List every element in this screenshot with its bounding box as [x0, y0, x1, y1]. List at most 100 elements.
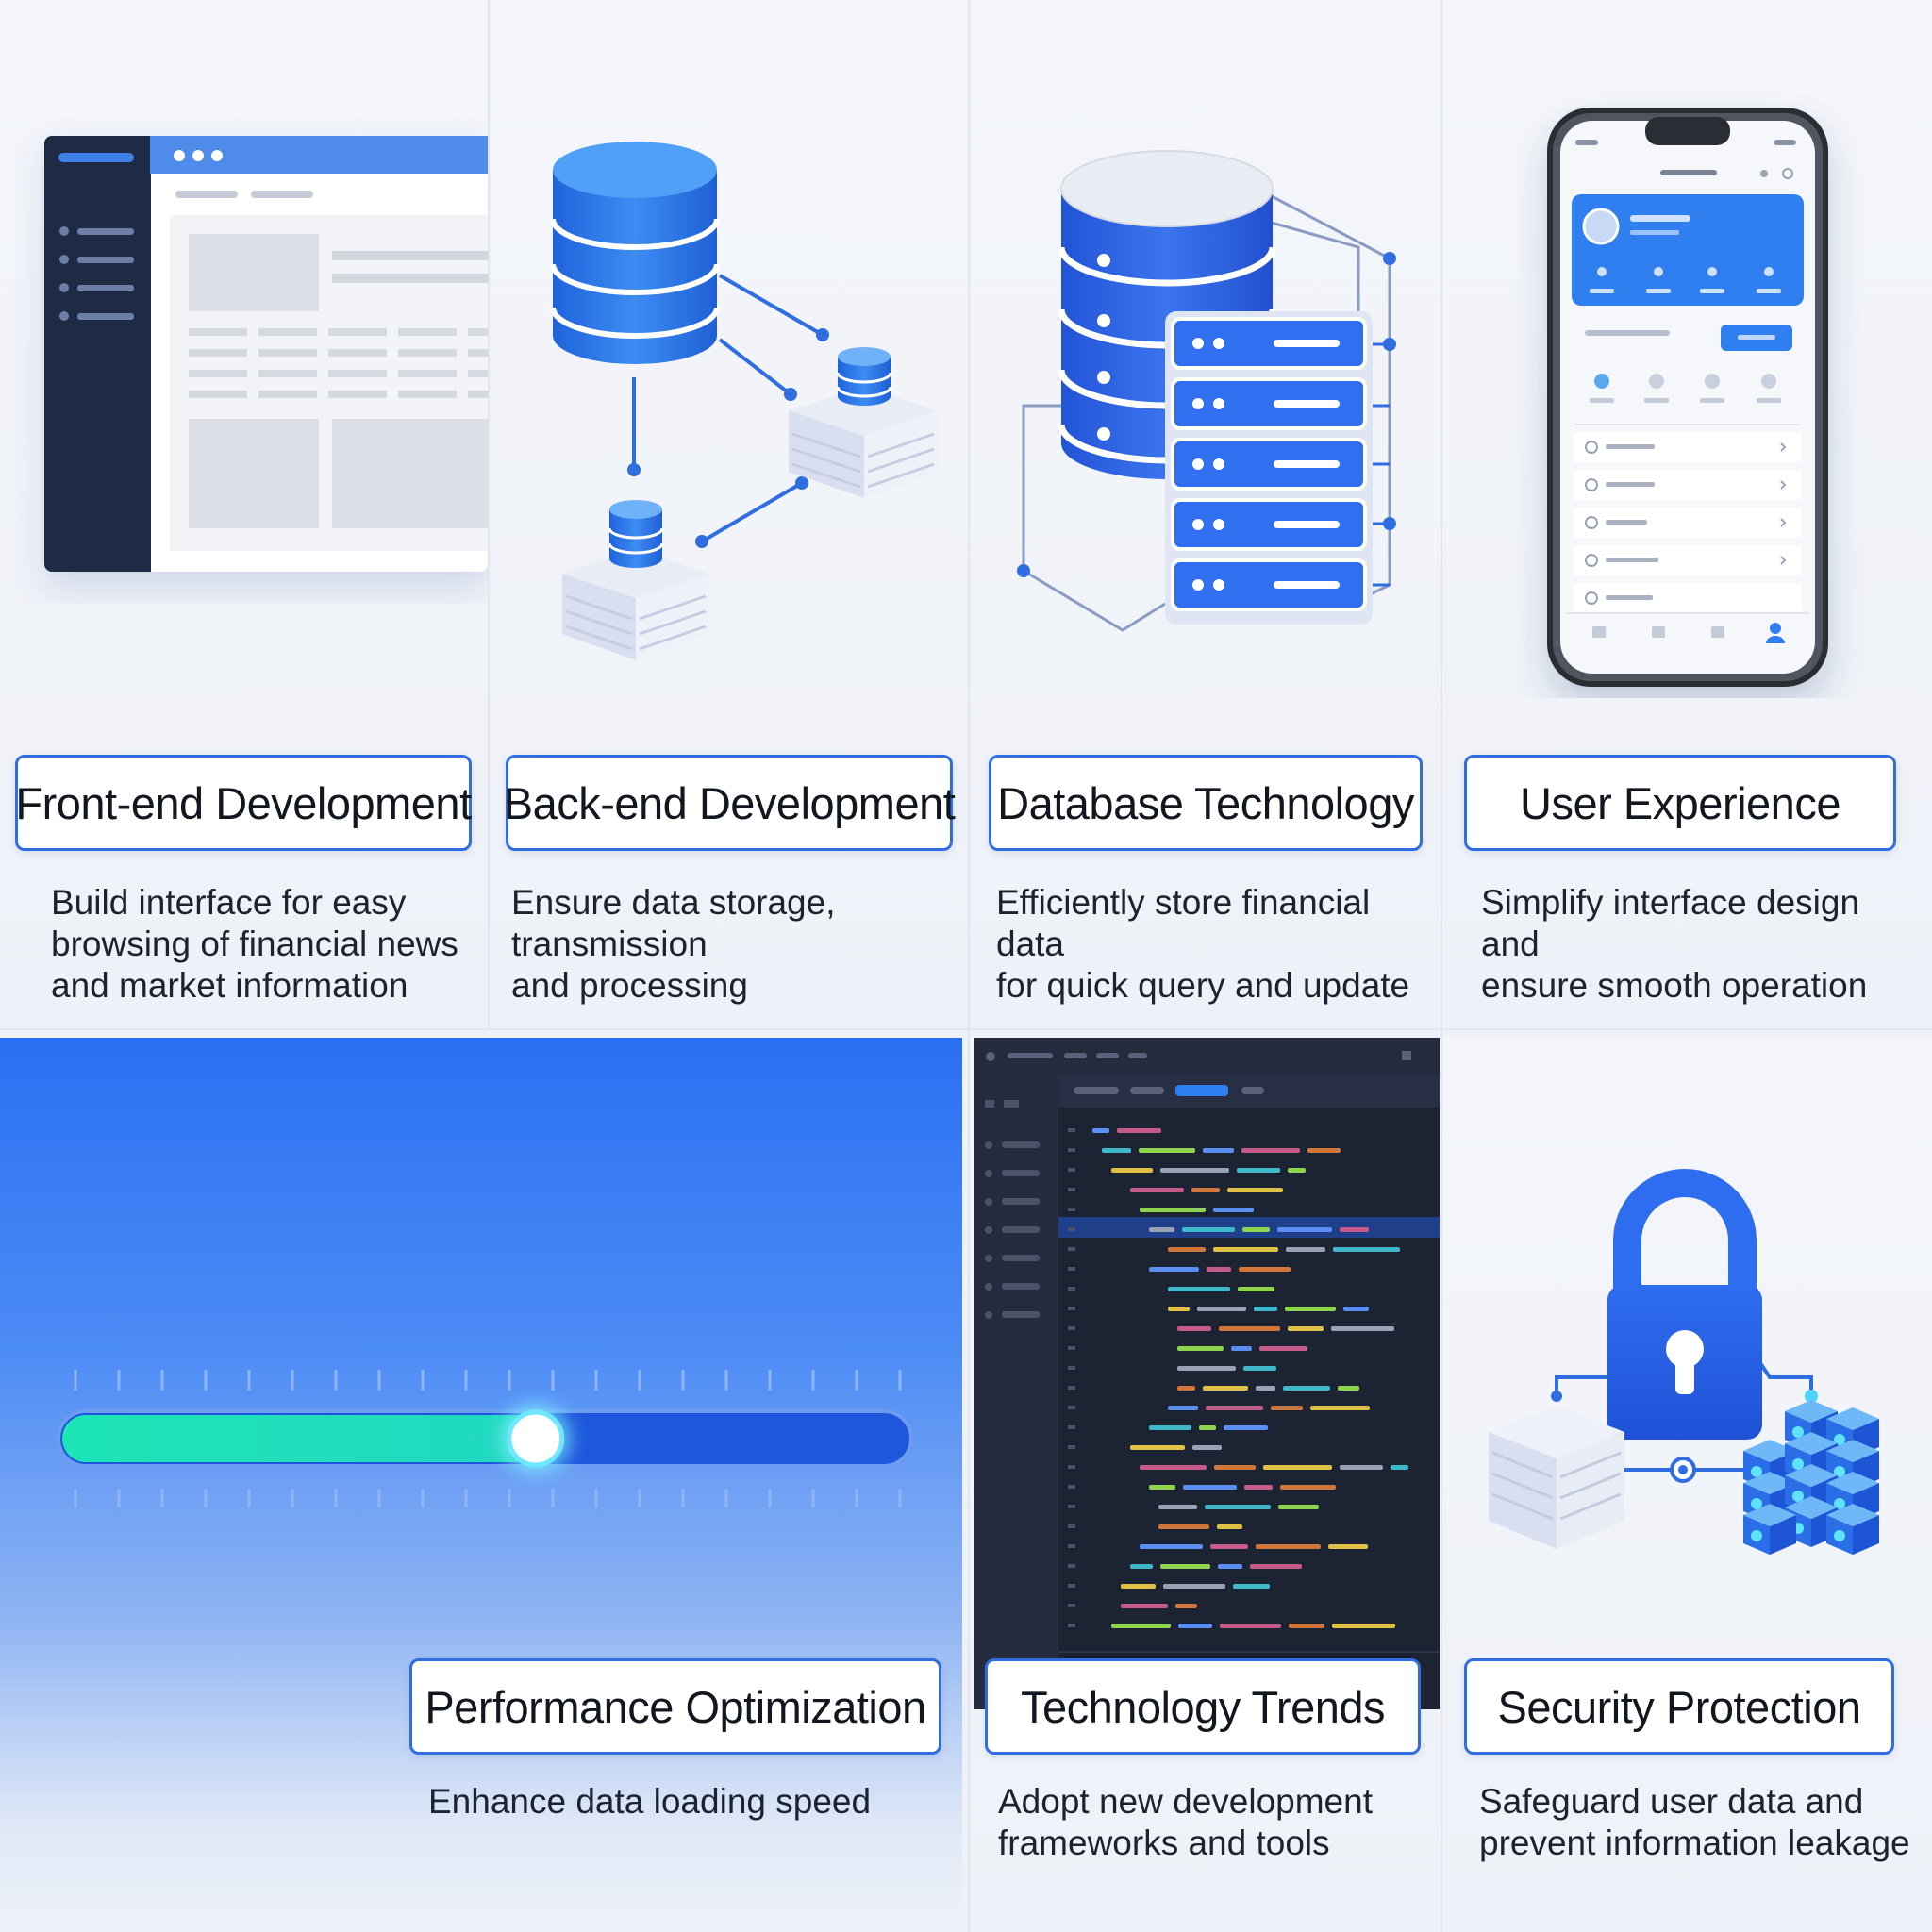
- code-line-number: [1068, 1485, 1075, 1489]
- code-token: [1277, 1227, 1332, 1232]
- cube-light: [1792, 1458, 1804, 1470]
- card-security: Security Protection Safeguard user data …: [1443, 1038, 1932, 1932]
- code-token: [1214, 1465, 1256, 1470]
- code-line-number: [1068, 1564, 1075, 1568]
- card-title: Back-end Development: [503, 777, 956, 828]
- code-token: [1183, 1485, 1237, 1490]
- cube-side: [1770, 1515, 1796, 1555]
- code-token: [1199, 1425, 1216, 1430]
- code-token: [1340, 1227, 1369, 1232]
- code-token: [1111, 1168, 1153, 1173]
- divider: [0, 1028, 1932, 1030]
- cube-top: [1785, 1496, 1838, 1519]
- code-token: [1217, 1524, 1242, 1529]
- card-title: Security Protection: [1497, 1681, 1861, 1732]
- code-editor-icon: [974, 1038, 1440, 1709]
- code-token: [1149, 1485, 1175, 1490]
- cube-top: [1826, 1440, 1879, 1462]
- code-token: [1160, 1168, 1229, 1173]
- mobile-app-icon: [1547, 108, 1828, 687]
- code-token: [1333, 1247, 1400, 1252]
- code-token: [1177, 1386, 1195, 1391]
- code-line-number: [1068, 1346, 1075, 1350]
- code-token: [1238, 1287, 1274, 1291]
- card-description: Ensure data storage, transmission and pr…: [511, 883, 836, 1005]
- code-line-number: [1068, 1386, 1075, 1390]
- code-token: [1168, 1287, 1230, 1291]
- code-token: [1332, 1624, 1395, 1628]
- code-token: [1149, 1227, 1174, 1232]
- code-token: [1254, 1307, 1277, 1311]
- cube-light: [1792, 1426, 1804, 1438]
- card-user-experience: User Experience Simplify interface desig…: [1443, 0, 1932, 1028]
- code-token: [1175, 1604, 1197, 1608]
- code-token: [1250, 1564, 1302, 1569]
- code-line-number: [1068, 1366, 1075, 1370]
- card-description: Efficiently store financial data for qui…: [996, 883, 1410, 1005]
- code-token: [1213, 1247, 1278, 1252]
- code-token: [1205, 1505, 1271, 1509]
- code-token: [1289, 1624, 1324, 1628]
- code-line-number: [1068, 1584, 1075, 1588]
- code-token: [1121, 1584, 1156, 1589]
- code-line-number: [1068, 1326, 1075, 1330]
- code-token: [1328, 1544, 1368, 1549]
- card-frontend: Front-end Development Build interface fo…: [0, 0, 488, 1028]
- code-token: [1244, 1485, 1273, 1490]
- code-token: [1130, 1188, 1184, 1192]
- card-description: Build interface for easy browsing of fin…: [51, 883, 458, 1005]
- card-title-box: Security Protection: [1464, 1658, 1894, 1755]
- cube-light: [1751, 1466, 1762, 1477]
- card-performance: Performance Optimization Enhance data lo…: [0, 1038, 962, 1932]
- browser-window-icon: [44, 136, 488, 572]
- code-token: [1206, 1406, 1263, 1410]
- code-line-number: [1068, 1168, 1075, 1172]
- code-token: [1231, 1346, 1252, 1351]
- code-token: [1182, 1227, 1235, 1232]
- slider-fill: [62, 1415, 555, 1462]
- cube-light: [1834, 1498, 1845, 1509]
- card-backend: Back-end Development Ensure data storage…: [491, 0, 968, 1028]
- cube-light: [1751, 1498, 1762, 1509]
- code-line-number: [1068, 1406, 1075, 1409]
- code-token: [1117, 1128, 1161, 1133]
- code-token: [1233, 1584, 1270, 1589]
- code-token: [1391, 1465, 1408, 1470]
- code-line-number: [1068, 1624, 1075, 1627]
- cube-top: [1826, 1504, 1879, 1526]
- code-token: [1259, 1346, 1307, 1351]
- code-token: [1158, 1524, 1209, 1529]
- code-line-number: [1068, 1247, 1075, 1251]
- code-token: [1102, 1148, 1131, 1153]
- code-token: [1283, 1386, 1330, 1391]
- code-token: [1263, 1465, 1332, 1470]
- code-token: [1140, 1208, 1206, 1212]
- card-title: Front-end Development: [15, 777, 472, 828]
- cube-top: [1743, 1472, 1796, 1494]
- code-line-number: [1068, 1425, 1075, 1429]
- code-token: [1092, 1128, 1109, 1133]
- code-token: [1343, 1307, 1369, 1311]
- code-line-number: [1068, 1148, 1075, 1152]
- code-token: [1111, 1624, 1171, 1628]
- code-token: [1243, 1366, 1276, 1371]
- card-description: Adopt new development frameworks and too…: [998, 1782, 1373, 1862]
- code-token: [1307, 1148, 1341, 1153]
- code-line-number: [1068, 1128, 1075, 1132]
- code-token: [1192, 1445, 1222, 1450]
- code-token: [1285, 1307, 1336, 1311]
- database-server-rack-icon: [1017, 150, 1396, 632]
- code-token: [1286, 1247, 1325, 1252]
- cube-top: [1785, 1464, 1838, 1487]
- code-token: [1224, 1425, 1268, 1430]
- progress-slider-icon: [57, 1370, 913, 1507]
- code-token: [1168, 1406, 1198, 1410]
- card-title: Database Technology: [997, 777, 1414, 828]
- code-token: [1213, 1208, 1254, 1212]
- code-token: [1177, 1366, 1236, 1371]
- code-token: [1140, 1544, 1203, 1549]
- slider-knob[interactable]: [507, 1409, 565, 1468]
- divider: [1441, 0, 1442, 1932]
- code-token: [1163, 1584, 1225, 1589]
- code-token: [1191, 1188, 1220, 1192]
